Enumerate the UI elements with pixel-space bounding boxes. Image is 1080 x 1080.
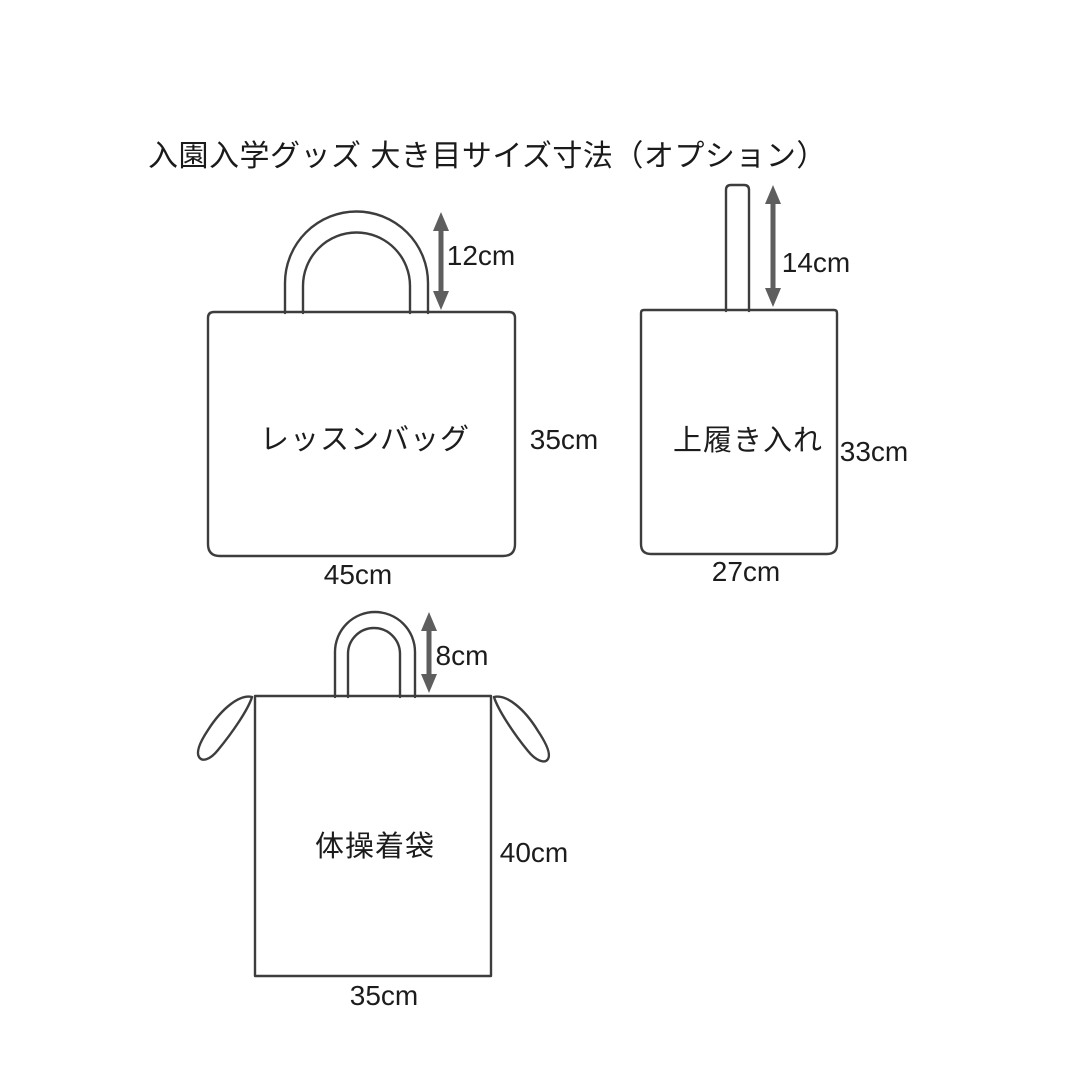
lesson-bag-height-dimension: 35cm xyxy=(529,424,599,455)
shoe-bag-label: 上履き入れ xyxy=(672,425,824,457)
lesson-bag-width-dimension: 45cm xyxy=(323,559,393,590)
shoe-bag-strap xyxy=(724,183,751,313)
arrow-up-head xyxy=(421,612,437,631)
gym-bag-height-dimension: 40cm xyxy=(499,837,569,868)
arrow-up-head xyxy=(765,185,781,204)
arrow-down-head xyxy=(421,674,437,693)
lesson-bag-drawing xyxy=(206,210,517,558)
shoe-bag-strap-arrow xyxy=(765,185,781,307)
lesson-bag-handle-arrow xyxy=(433,212,449,310)
lesson-bag-body xyxy=(206,310,517,558)
arrow-down-head xyxy=(433,291,449,310)
gym-bag-handle-arrow xyxy=(421,612,437,693)
gym-bag-handle-outer xyxy=(333,610,417,699)
lesson-bag-label: レッスンバッグ xyxy=(259,424,471,456)
arrow-up-head xyxy=(433,212,449,231)
gym-bag-width-dimension: 35cm xyxy=(349,980,419,1011)
gym-bag-drawing xyxy=(196,610,551,978)
lesson-bag-handle-dimension: 12cm xyxy=(446,240,516,271)
gym-bag-left-ear xyxy=(196,695,254,761)
shoe-bag-body xyxy=(639,308,839,556)
shoe-bag-width-dimension: 27cm xyxy=(711,556,781,587)
gym-bag-handle-dimension: 8cm xyxy=(435,640,489,671)
shoe-bag-drawing xyxy=(639,183,839,556)
lesson-bag-handle-outer xyxy=(283,210,430,315)
gym-bag-label: 体操着袋 xyxy=(314,831,436,863)
gym-bag-right-ear xyxy=(492,695,551,763)
gym-bag-handle-inner xyxy=(346,626,402,699)
shoe-bag-height-dimension: 33cm xyxy=(839,436,909,467)
shoe-bag-strap-dimension: 14cm xyxy=(781,247,851,278)
diagram-title: 入園入学グッズ 大き目サイズ寸法（オプション） xyxy=(148,140,827,173)
gym-bag-body xyxy=(253,694,493,978)
lesson-bag-handle-inner xyxy=(301,231,412,315)
arrow-down-head xyxy=(765,288,781,307)
